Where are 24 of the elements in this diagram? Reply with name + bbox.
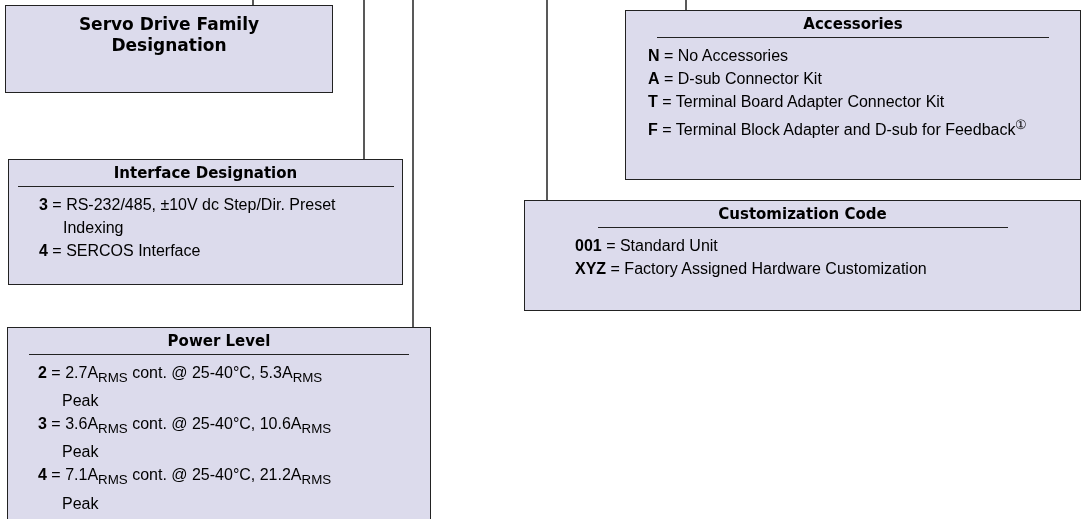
- code-option: 3 = RS-232/485, ±10V dc Step/Dir. Preset Indexing: [39, 193, 363, 239]
- connector-line: [685, 0, 687, 11]
- connector-line: [252, 0, 254, 6]
- code-table-box: [524, 200, 1081, 311]
- section-heading: Interface Designation: [17, 160, 394, 187]
- code-table-box: [625, 10, 1081, 180]
- code-table-box: [8, 159, 403, 285]
- code-option: 001 = Standard Unit: [575, 234, 1081, 257]
- section-heading: Power Level: [29, 328, 409, 355]
- code-table-box: [7, 327, 431, 519]
- code-option: F = Terminal Block Adapter and D-sub for Feedback$^{①}$: [648, 113, 1081, 142]
- title-box: [5, 5, 333, 93]
- connector-line: [412, 0, 414, 328]
- section-heading: Customization Code: [597, 201, 1008, 228]
- section-heading: Accessories: [657, 11, 1049, 38]
- code-option: N = No Accessories: [648, 44, 1081, 67]
- code-option: XYZ = Factory Assigned Hardware Customization: [575, 257, 1081, 280]
- section-heading: Servo Drive Family Designation: [77, 13, 261, 57]
- connector-line: [546, 0, 548, 201]
- code-option: T = Terminal Board Adapter Connector Kit: [648, 90, 1081, 113]
- connector-line: [363, 0, 365, 160]
- code-option: A = D-sub Connector Kit: [648, 67, 1081, 90]
- code-option: 4 = SERCOS Interface: [39, 239, 363, 262]
- code-option: 4 = 7.1A$_{RMS}$ cont. @ 25-40°C, 21.2A$_{RMS}$ Peak: [38, 463, 362, 515]
